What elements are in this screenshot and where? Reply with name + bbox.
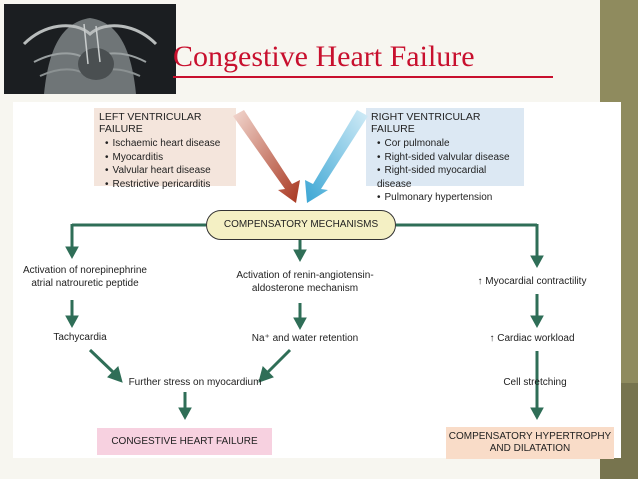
left-box-list: Ischaemic heart disease Myocarditis Valv… (99, 137, 231, 191)
slide-title: Congestive Heart Failure (173, 40, 475, 73)
arrow-right-to-compensatory (305, 110, 368, 203)
list-item: Right-sided myocardial disease (377, 164, 519, 191)
left-ventricular-failure-box: LEFT VENTRICULAR FAILURE Ischaemic heart… (94, 108, 236, 190)
renin-angiotensin-label: Activation of renin-angiotensin- aldoste… (220, 270, 390, 295)
tachycardia-label: Tachycardia (53, 332, 107, 343)
chest-anatomy-image (4, 4, 176, 94)
list-item: Pulmonary hypertension (377, 191, 519, 205)
label-line: Activation of renin-angiotensin- (236, 270, 374, 281)
list-item: Cor pulmonale (377, 137, 519, 151)
myocardial-contractility-label: ↑ Myocardial contractility (477, 276, 587, 287)
compensatory-hypertrophy-outcome: COMPENSATORY HYPERTROPHY AND DILATATION (446, 427, 614, 459)
list-item: Right-sided valvular disease (377, 151, 519, 165)
list-item: Valvular heart disease (105, 164, 231, 178)
arrow-left-to-compensatory (233, 110, 300, 203)
compensatory-mechanisms-node: COMPENSATORY MECHANISMS (206, 210, 396, 240)
sodium-water-retention-label: Na⁺ and water retention (251, 333, 359, 344)
label-line: Activation of norepinephrine (23, 265, 147, 276)
label-line: atrial natrouretic peptide (31, 277, 139, 289)
outcome-line: AND DILATATION (489, 443, 571, 454)
list-item: Myocarditis (105, 151, 231, 165)
cause-arrows (233, 110, 368, 203)
green-flow-arrows (65, 223, 544, 421)
title-underline (173, 76, 553, 78)
label-line: aldosterone mechanism (251, 282, 359, 294)
cell-stretching-label: Cell stretching (503, 377, 567, 388)
list-item: Ischaemic heart disease (105, 137, 231, 151)
cardiac-workload-label: ↑ Cardiac workload (489, 333, 575, 344)
norepinephrine-activation-label: Activation of norepinephrine atrial natr… (10, 265, 160, 290)
list-item: Restrictive pericarditis (105, 178, 231, 192)
left-box-heading: LEFT VENTRICULAR FAILURE (99, 111, 202, 135)
outcome-line: COMPENSATORY HYPERTROPHY (448, 431, 612, 442)
congestive-heart-failure-outcome: CONGESTIVE HEART FAILURE (97, 428, 272, 455)
right-box-list: Cor pulmonale Right-sided valvular disea… (371, 137, 519, 205)
further-stress-label: Further stress on myocardium (128, 377, 262, 388)
right-ventricular-failure-box: RIGHT VENTRICULAR FAILURE Cor pulmonale … (366, 108, 524, 203)
right-box-heading: RIGHT VENTRICULAR FAILURE (371, 111, 481, 135)
